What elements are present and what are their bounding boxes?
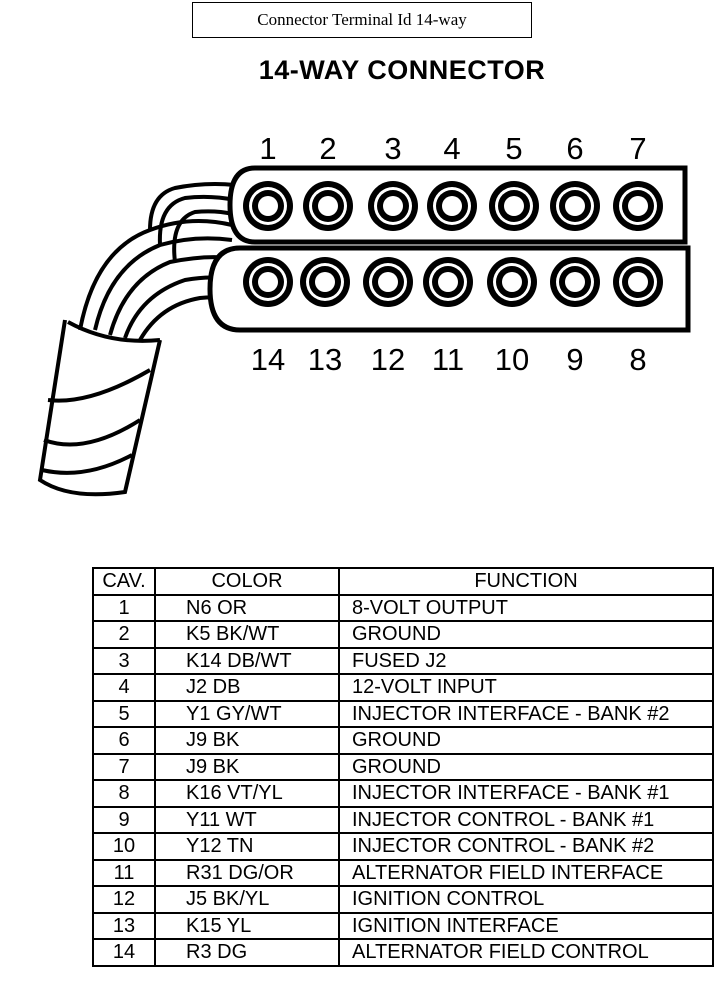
cell-color: J2 DB (154, 673, 340, 702)
diagram-title: 14-WAY CONNECTOR (258, 55, 546, 85)
cell-cav: 11 (92, 858, 156, 887)
terminal-cavity (300, 257, 350, 307)
terminal-cavity (550, 181, 600, 231)
cell-cav: 4 (92, 673, 156, 702)
cavity-number: 8 (629, 342, 646, 377)
cavity-number: 4 (443, 131, 460, 166)
cell-color: J9 BK (154, 726, 340, 755)
cell-function: INJECTOR CONTROL - BANK #1 (338, 805, 714, 834)
cell-function: 12-VOLT INPUT (338, 673, 714, 702)
cell-color: R3 DG (154, 938, 340, 967)
cavity-number: 6 (566, 131, 583, 166)
terminal-cavity (303, 181, 353, 231)
cell-cav: 8 (92, 779, 156, 808)
terminal-cavity (363, 257, 413, 307)
terminal-cavity (243, 181, 293, 231)
cavity-number: 14 (251, 342, 285, 377)
terminal-cavity (423, 257, 473, 307)
cavity-number: 9 (566, 342, 583, 377)
cavity-number: 7 (629, 131, 646, 166)
cell-color: R31 DG/OR (154, 858, 340, 887)
header-function: FUNCTION (338, 567, 714, 596)
cell-color: Y11 WT (154, 805, 340, 834)
cell-color: J5 BK/YL (154, 885, 340, 914)
cell-color: Y12 TN (154, 832, 340, 861)
cell-color: Y1 GY/WT (154, 699, 340, 728)
cell-cav: 5 (92, 699, 156, 728)
cell-color: K5 BK/WT (154, 620, 340, 649)
cavity-number: 13 (308, 342, 342, 377)
cavity-number: 2 (319, 131, 336, 166)
header-color: COLOR (154, 567, 340, 596)
cell-function: GROUND (338, 726, 714, 755)
cell-function: INJECTOR INTERFACE - BANK #1 (338, 779, 714, 808)
cell-function: GROUND (338, 752, 714, 781)
cell-function: ALTERNATOR FIELD CONTROL (338, 938, 714, 967)
terminal-cavity (368, 181, 418, 231)
terminal-cavity (613, 257, 663, 307)
terminal-cavity (489, 181, 539, 231)
cell-color: K16 VT/YL (154, 779, 340, 808)
cell-cav: 12 (92, 885, 156, 914)
figure-caption: Connector Terminal Id 14-way (192, 2, 532, 38)
cell-function: ALTERNATOR FIELD INTERFACE (338, 858, 714, 887)
header-cav: CAV. (92, 567, 156, 596)
cell-function: 8-VOLT OUTPUT (338, 593, 714, 622)
terminal-cavity (427, 181, 477, 231)
terminal-cavity (613, 181, 663, 231)
cell-cav: 13 (92, 911, 156, 940)
cell-function: FUSED J2 (338, 646, 714, 675)
cell-function: INJECTOR CONTROL - BANK #2 (338, 832, 714, 861)
cavity-number: 3 (384, 131, 401, 166)
cell-color: K14 DB/WT (154, 646, 340, 675)
cell-cav: 9 (92, 805, 156, 834)
cell-cav: 1 (92, 593, 156, 622)
caption-text: Connector Terminal Id 14-way (257, 10, 467, 29)
terminal-cavity (550, 257, 600, 307)
cavity-number: 12 (371, 342, 405, 377)
cell-color: K15 YL (154, 911, 340, 940)
cell-cav: 7 (92, 752, 156, 781)
terminal-cavities (243, 181, 663, 307)
cell-color: N6 OR (154, 593, 340, 622)
wire-harness (37, 182, 236, 497)
cell-function: IGNITION CONTROL (338, 885, 714, 914)
cell-cav: 14 (92, 938, 156, 967)
cavity-number: 1 (259, 131, 276, 166)
cell-cav: 2 (92, 620, 156, 649)
cell-cav: 6 (92, 726, 156, 755)
terminal-cavity (243, 257, 293, 307)
cavity-number: 11 (432, 342, 464, 377)
cell-cav: 10 (92, 832, 156, 861)
cell-function: IGNITION INTERFACE (338, 911, 714, 940)
cavity-number: 5 (505, 131, 522, 166)
cell-color: J9 BK (154, 752, 340, 781)
cell-function: GROUND (338, 620, 714, 649)
table-header-row: CAV. COLOR FUNCTION (92, 567, 714, 596)
terminal-cavity (487, 257, 537, 307)
cell-function: INJECTOR INTERFACE - BANK #2 (338, 699, 714, 728)
cavity-number: 10 (495, 342, 529, 377)
cell-cav: 3 (92, 646, 156, 675)
